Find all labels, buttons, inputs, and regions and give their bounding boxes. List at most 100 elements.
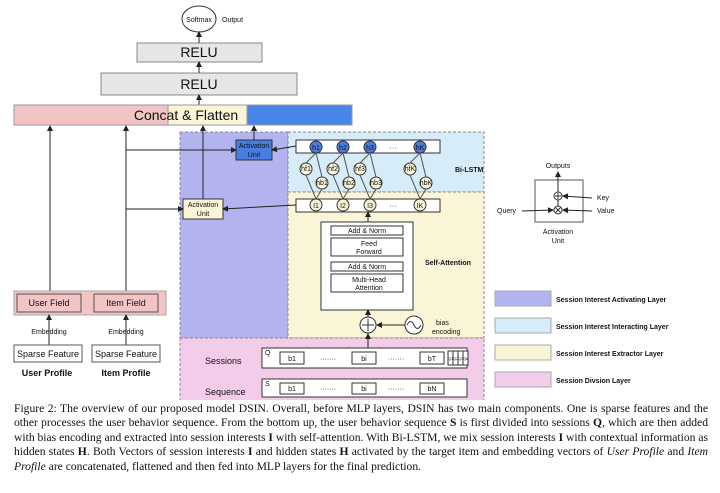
session-ellipsis: ·······	[320, 356, 336, 363]
item-sparse-feature-label: Sparse Feature	[95, 349, 157, 359]
lstm-edge	[342, 152, 350, 178]
legend-swatch	[494, 344, 552, 361]
session-interest-node	[413, 198, 427, 212]
user-profile-label: User Profile	[22, 368, 73, 378]
multi-head-label2: Attention	[355, 285, 383, 292]
caption-symbol: I	[268, 430, 273, 444]
lstm-edge	[359, 174, 371, 200]
hidden-state-ellipsis: ···	[390, 145, 397, 152]
session-interest-label: I3	[367, 203, 373, 210]
lstm-edge	[315, 188, 323, 200]
backward-state-label: hb1	[316, 180, 328, 187]
output-label: Output	[222, 17, 243, 24]
sequence-block	[351, 382, 377, 395]
caption-part: and	[664, 445, 688, 459]
multi-head-attention-block	[330, 273, 404, 293]
lstm-edge	[332, 174, 344, 200]
dsin-architecture-diagram: Softmax Output RELU RELU Concat & Flatte…	[13, 5, 669, 400]
legend-label: Session Interest Interacting Layer	[556, 324, 669, 331]
activation-unit-lower-label2: Unit	[197, 211, 210, 218]
session-tag-label: Q3	[458, 356, 464, 361]
bilstm-label: Bi-LSTM	[455, 167, 484, 174]
activation-unit-upper-label1: Activation	[239, 143, 269, 150]
unit-key-label: Key	[597, 195, 610, 202]
caption-symbol: Q	[593, 416, 603, 430]
relu-bottom-label: RELU	[180, 76, 217, 92]
sequence-label: Sequence	[205, 387, 246, 397]
session-block	[419, 351, 445, 365]
lstm-edge	[342, 188, 350, 200]
caption-part: is first divided into sessions	[456, 416, 594, 430]
session-ellipsis: ·······	[388, 356, 404, 363]
lstm-edge	[332, 152, 344, 164]
caption-part: , which are then added with bias encodin…	[14, 416, 708, 444]
user-sparse-feature-label: Sparse Feature	[17, 349, 79, 359]
unit-value-label: Value	[597, 208, 614, 215]
concat-bar-blue	[246, 104, 353, 126]
session-tag-label: Q2	[453, 356, 459, 361]
sequence-ellipsis: ·······	[320, 386, 336, 393]
figure-caption: Figure 2: The overview of our proposed m…	[14, 402, 708, 474]
hidden-state-label: h3	[366, 145, 374, 152]
lstm-edge	[359, 152, 371, 164]
session-block-label: bT	[428, 356, 437, 363]
s-label: S	[265, 381, 270, 388]
session-tag-label: Qk	[463, 356, 468, 361]
add-norm-bottom-label: Add & Norm	[348, 264, 386, 271]
concat-flatten-label: Concat & Flatten	[134, 107, 238, 123]
session-tag-label: Q1	[448, 356, 454, 361]
lstm-edge	[409, 174, 421, 200]
caption-part: are concatenated, flattened and then fed…	[45, 459, 422, 473]
caption-symbol: H	[339, 445, 349, 459]
caption-user-profile: User Profile	[606, 445, 665, 459]
sequence-block-label: bi	[361, 386, 367, 393]
lstm-edge	[369, 188, 377, 200]
sessions-label: Sessions	[205, 356, 242, 366]
caption-part: activated by the target item and embeddi…	[348, 445, 607, 459]
session-interest-label: IK	[417, 203, 424, 210]
feed-forward-block	[330, 237, 404, 257]
backward-state-label: hb2	[343, 180, 355, 187]
hidden-state-label: h2	[339, 145, 347, 152]
session-block-label: bi	[361, 356, 367, 363]
add-norm-top-label: Add & Norm	[348, 228, 386, 235]
caption-part: with self-attention. With Bi-LSTM, we mi…	[272, 430, 559, 444]
caption-part: . Both Vectors of session interests	[86, 445, 248, 459]
lstm-edge	[369, 152, 377, 178]
backward-state-label: hb3	[370, 180, 382, 187]
legend-swatch	[494, 290, 552, 307]
hidden-state-label: hK	[416, 145, 425, 152]
feed-forward-label1: Feed	[361, 241, 377, 248]
q-label: Q	[265, 350, 271, 357]
session-interest-ellipsis: ···	[390, 203, 397, 210]
caption-part: with contextual information as hidden st…	[14, 430, 708, 459]
activation-unit-upper-label2: Unit	[248, 152, 261, 159]
unit-title-label1: Activation	[543, 229, 573, 236]
legend-swatch	[494, 317, 552, 334]
session-interest-node	[309, 198, 323, 212]
sequence-block	[419, 382, 445, 395]
feed-forward-label2: Forward	[356, 249, 382, 256]
item-profile-label: Item Profile	[101, 368, 150, 378]
lstm-edge	[305, 152, 317, 164]
caption-symbol: H	[77, 445, 87, 459]
sequence-block-label: bN	[428, 386, 437, 393]
unit-outputs-label: Outputs	[546, 163, 571, 170]
forward-state-label: hfK	[405, 166, 416, 173]
item-field-label: Item Field	[106, 298, 146, 308]
activating-layer-region	[179, 131, 289, 339]
lstm-edge	[315, 152, 323, 178]
lstm-edge	[409, 152, 421, 164]
unit-query-label: Query	[497, 208, 517, 215]
self-attention-label: Self-Attention	[425, 260, 471, 267]
backward-state-label: hbK	[420, 180, 433, 187]
relu-top-label: RELU	[180, 44, 217, 60]
lstm-edge	[419, 152, 427, 178]
session-block-label: b1	[288, 356, 296, 363]
caption-part: and hidden states	[252, 445, 340, 459]
legend-label: Session Interest Extractor Layer	[556, 351, 664, 358]
session-block	[351, 351, 377, 365]
user-sparse-feature-box	[13, 344, 83, 363]
lstm-edge	[305, 174, 317, 200]
item-sparse-feature-box	[91, 344, 161, 363]
